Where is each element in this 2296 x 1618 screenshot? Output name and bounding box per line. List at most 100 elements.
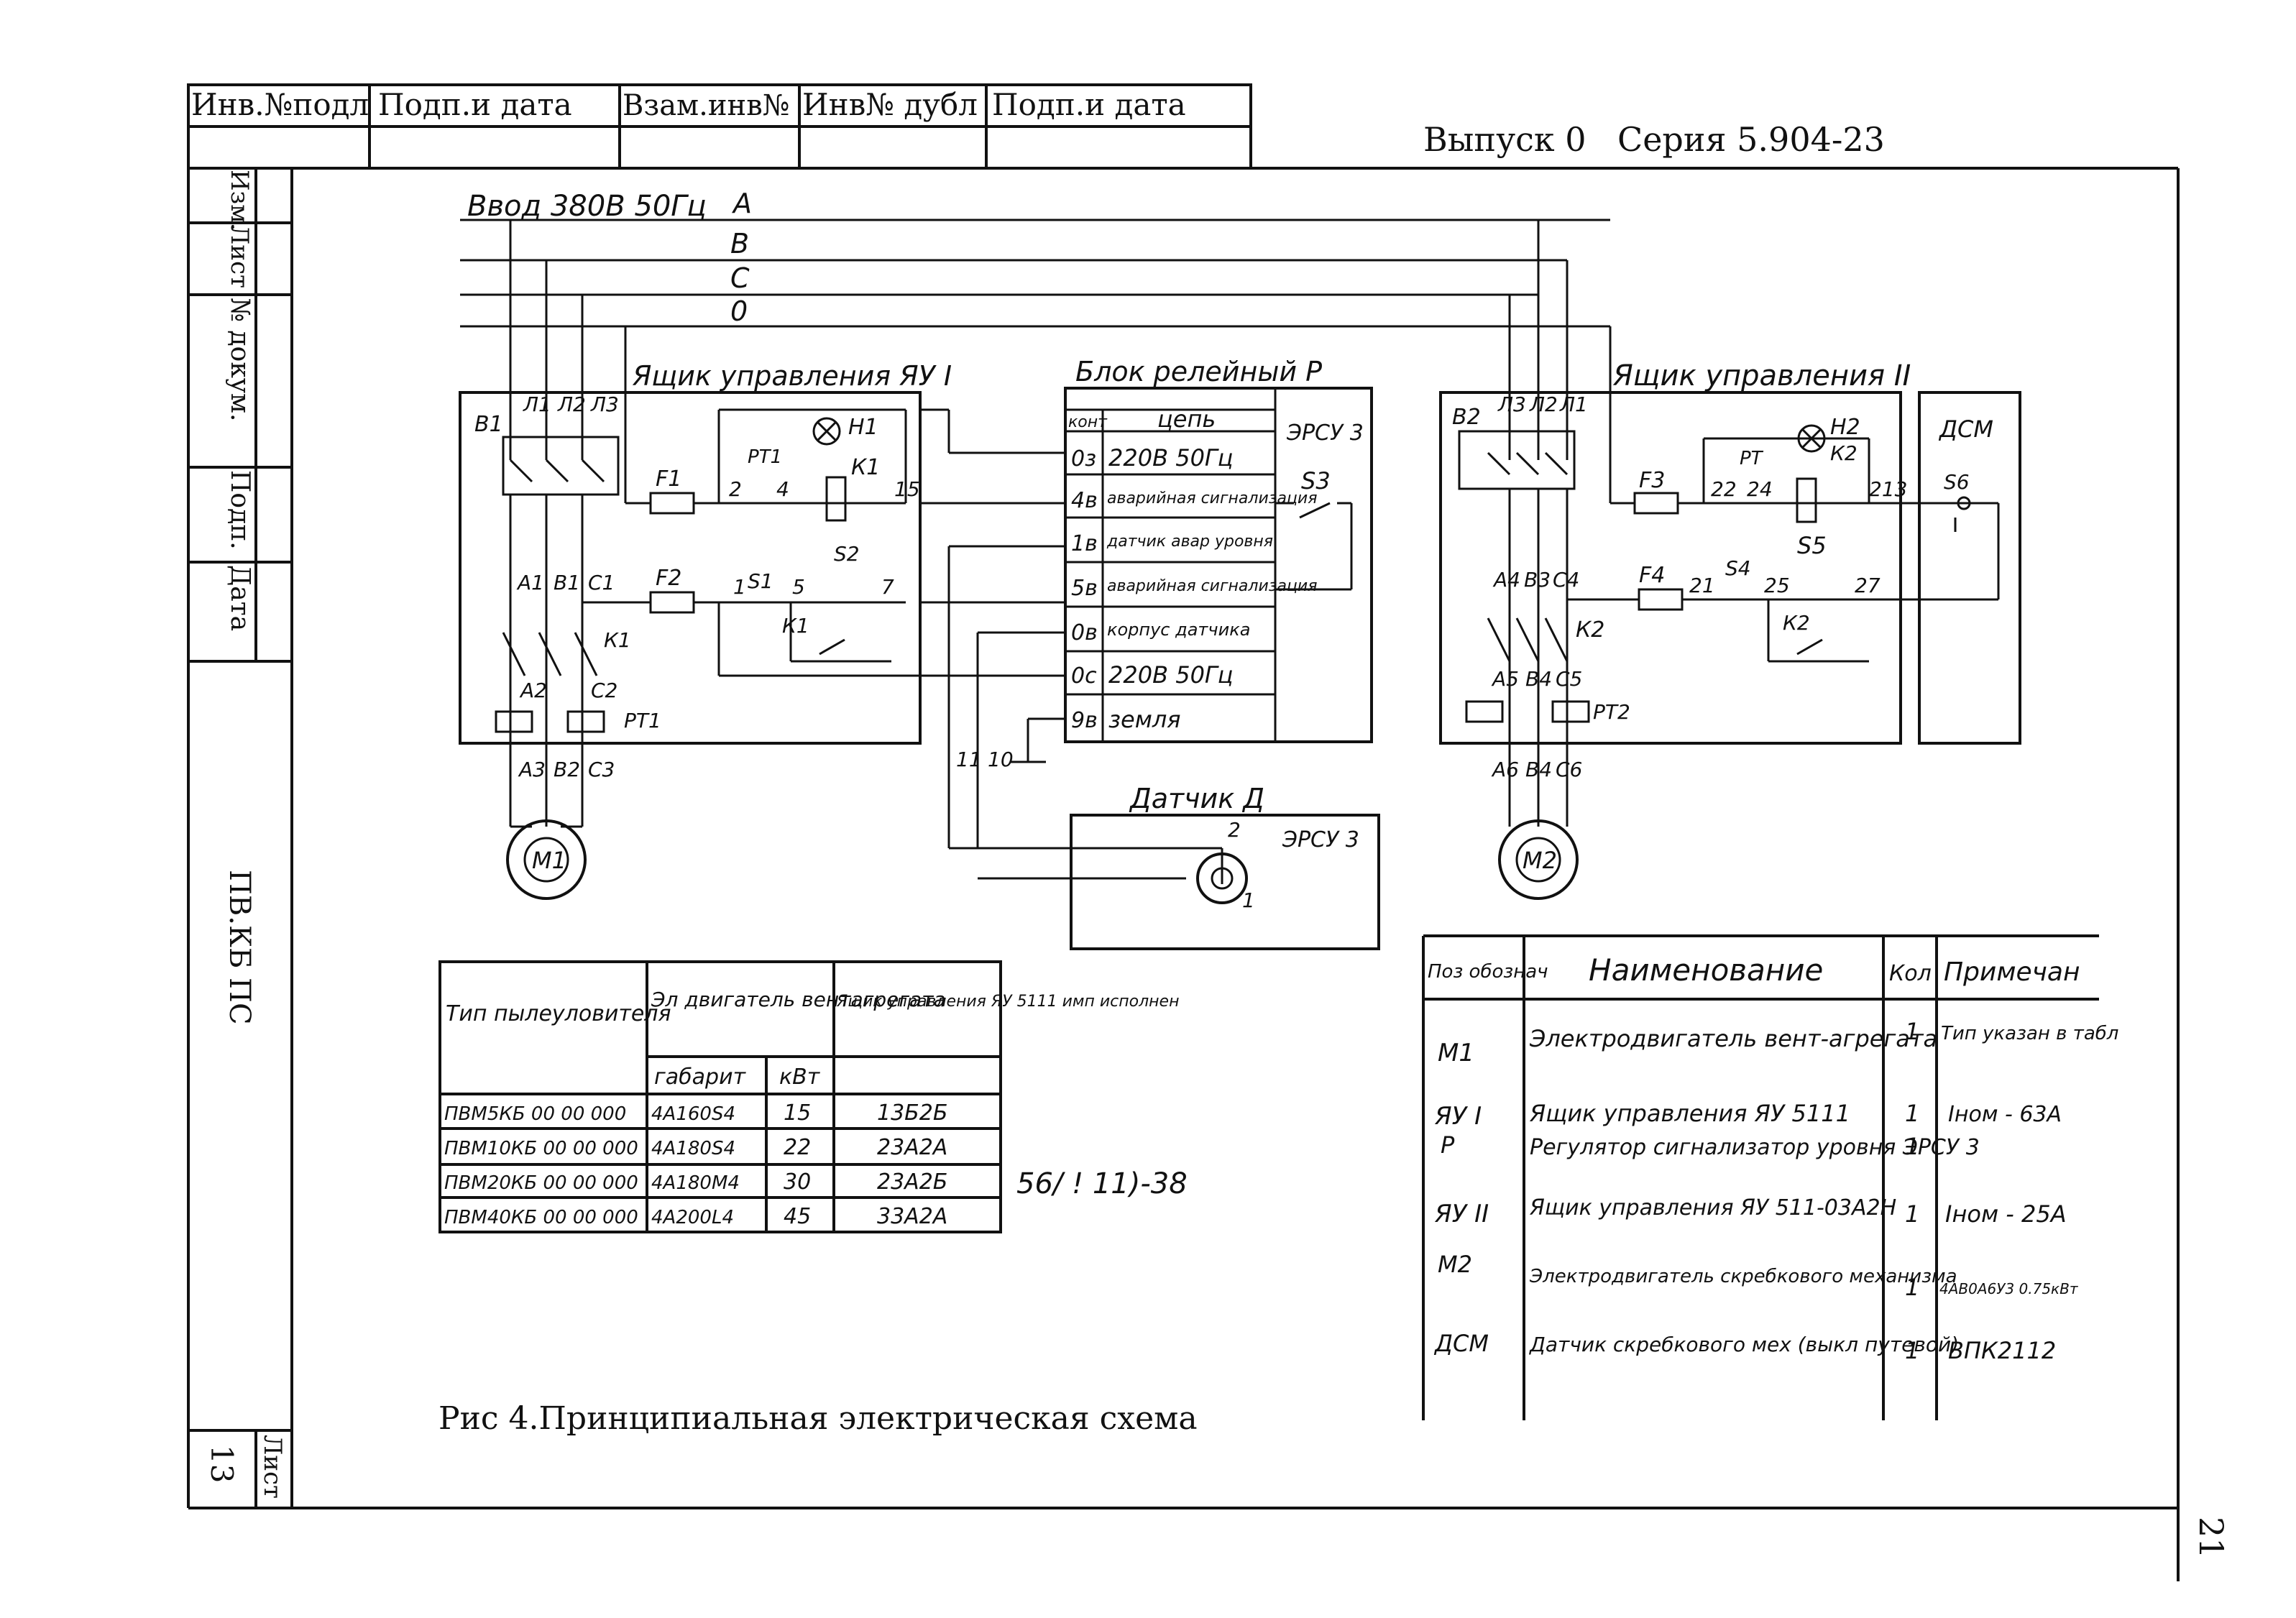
box2-title: Ящик управления II xyxy=(1612,359,1911,392)
relay-side-contact: S3 xyxy=(1301,467,1331,495)
relay-row-6-contact: 0с xyxy=(1071,663,1097,689)
rt-r4-note: Iном - 25А xyxy=(1945,1200,2067,1228)
box2-label-b4: В4 xyxy=(1525,667,1552,691)
row3-size: 4А180М4 xyxy=(651,1172,740,1194)
box2-label-l3: Л3 xyxy=(1497,392,1526,416)
rt-r4-pos: ЯУ II xyxy=(1434,1200,1489,1228)
doc-code: ПВ.КБ ПС xyxy=(223,870,256,1025)
rt-r5-note: 4АВ0А6У3 0.75кВт xyxy=(1939,1280,2079,1297)
rt-r2-name: Ящик управления ЯУ 5111 xyxy=(1529,1100,1850,1127)
relay-side-title: ЭРСУ 3 xyxy=(1286,420,1364,446)
relay-row-1-circuit: 220В 50Гц xyxy=(1108,444,1234,472)
box1-label-rt1-relay: РТ1 xyxy=(624,709,661,732)
box2-label-l2: Л2 xyxy=(1529,392,1558,416)
relay-row-2-circuit: аварийная сигнализация xyxy=(1107,489,1317,507)
box2-label-a6: А6 xyxy=(1491,758,1519,781)
rt-r1-pos: М1 xyxy=(1438,1039,1474,1067)
rt-r2-pos: ЯУ I xyxy=(1434,1102,1482,1131)
box1-label-c3: С3 xyxy=(588,758,615,781)
row3-box: 23А2Б xyxy=(877,1169,947,1195)
relay-row-4-circuit: аварийная сигнализация xyxy=(1107,577,1317,595)
phase-b-label: B xyxy=(730,228,749,259)
box2-label-c4: С4 xyxy=(1553,568,1579,592)
header-series: Серия 5.904-23 xyxy=(1617,120,1885,159)
stamp-side-sheet: Лист xyxy=(225,224,254,288)
relay-row-3-contact: 1в xyxy=(1071,531,1098,556)
control-box-2 xyxy=(1439,391,1998,827)
stamp-side-sign: Подп. xyxy=(225,470,254,550)
row1-box: 13Б2Б xyxy=(877,1100,947,1126)
box1-label-l2: Л2 xyxy=(557,392,586,416)
box2-label-c6: С6 xyxy=(1556,758,1582,781)
motor-2-label: М2 xyxy=(1523,847,1557,874)
box1-label-rt1: РТ1 xyxy=(748,446,782,468)
box1-label-a3: А3 xyxy=(518,758,546,781)
box2-label-24: 24 xyxy=(1747,477,1773,501)
rt-r1-note: Тип указан в табл xyxy=(1941,1023,2118,1044)
rt-r6-note: ВПК2112 xyxy=(1948,1337,2056,1364)
row4-kw: 45 xyxy=(784,1204,811,1229)
box1-label-s2: S2 xyxy=(834,542,860,566)
box1-label-5: 5 xyxy=(792,575,805,599)
stamp-col-inv-orig: Инв.№подл xyxy=(191,87,369,122)
relay-col-circuit: цепь xyxy=(1157,405,1216,433)
wire-11: 11 xyxy=(956,748,982,771)
box1-label-2: 2 xyxy=(729,477,742,501)
row4-size: 4А200L4 xyxy=(651,1207,734,1228)
box2-label-k2-coil: К2 xyxy=(1830,441,1858,465)
box1-label-l1: Л1 xyxy=(523,392,551,416)
side-note: 56/ ! 11)-38 xyxy=(1016,1167,1188,1200)
wire-10: 10 xyxy=(988,748,1014,771)
box1-label-f1: F1 xyxy=(656,466,681,492)
phase-c-label: C xyxy=(730,262,750,294)
box2-label-25: 25 xyxy=(1764,574,1790,597)
sensor-title: Датчик Д xyxy=(1129,783,1264,814)
stamp-side-labels: Изм. Лист № докум. Подп. Дата ПВ.КБ ПС Л… xyxy=(204,170,287,1499)
row1-type: ПВМ5КБ 00 00 000 xyxy=(444,1103,626,1125)
supply-bus xyxy=(460,219,1612,503)
rt-r5-qty: 1 xyxy=(1905,1274,1919,1301)
row2-size: 4А180S4 xyxy=(651,1138,735,1159)
sensor-side: ЭРСУ 3 xyxy=(1282,827,1359,852)
box1-label-a1: А1 xyxy=(516,571,544,594)
box1-label-k1-contact: К1 xyxy=(782,614,809,638)
page-number: 21 xyxy=(2192,1517,2231,1559)
relay-rows: 0з 220В 50Гц 4в аварийная сигнализация 1… xyxy=(1071,444,1317,733)
box1-label-b1-lower: В1 xyxy=(554,571,580,594)
th-motor: Эл двигатель вентагрегата xyxy=(651,988,946,1011)
box2-label-rt: РТ xyxy=(1740,448,1764,469)
box2-label-a5: А5 xyxy=(1491,667,1519,691)
relay-row-3-circuit: датчик авар уровня xyxy=(1106,533,1273,551)
box2-label-27: 27 xyxy=(1855,574,1881,597)
box1-label-7: 7 xyxy=(881,575,894,599)
box2-label-c5: С5 xyxy=(1556,667,1582,691)
rt-h-qty: Кол xyxy=(1889,961,1932,986)
stamp-col-sign-date-2: Подп.и дата xyxy=(992,87,1186,122)
box2-label-rt2: РТ2 xyxy=(1593,700,1630,724)
box1-label-c1: С1 xyxy=(588,571,615,594)
stamp-col-sign-date-1: Подп.и дата xyxy=(378,87,572,122)
stamp-top-labels: Инв.№подл Подп.и дата Взам.инв№ Инв№ дуб… xyxy=(191,87,1186,122)
row1-size: 4А160S4 xyxy=(651,1103,735,1125)
sensor-label-1: 1 xyxy=(1242,888,1255,912)
relay-row-5-circuit: корпус датчика xyxy=(1107,620,1250,640)
supply-label: Ввод 380В 50Гц xyxy=(467,190,707,223)
box1-label-f2: F2 xyxy=(656,566,681,591)
box1-label-a2: А2 xyxy=(519,679,547,702)
relay-col-contact: конт xyxy=(1068,413,1108,431)
box1-label-l3: Л3 xyxy=(590,392,619,416)
box2-label-b3: В3 xyxy=(1524,568,1551,592)
rt-r3-name: Регулятор сигнализатор уровня ЭРСУ 3 xyxy=(1530,1135,1980,1160)
box2-label-l1: Л1 xyxy=(1559,392,1588,416)
rt-h-name: Наименование xyxy=(1589,952,1823,988)
row2-box: 23А2А xyxy=(877,1135,947,1160)
box2-label-21: 21 xyxy=(1689,574,1715,597)
box2-label-b2: В2 xyxy=(1452,405,1481,430)
row3-type: ПВМ20КБ 00 00 000 xyxy=(444,1172,638,1194)
rt-r6-qty: 1 xyxy=(1905,1337,1919,1364)
th-size: габарит xyxy=(654,1065,747,1090)
rt-h-pos: Поз обознач xyxy=(1428,961,1548,983)
box1-label-15: 15 xyxy=(894,477,920,501)
th-box: Ящик управления ЯУ 5111 имп исполнен xyxy=(836,993,1179,1011)
